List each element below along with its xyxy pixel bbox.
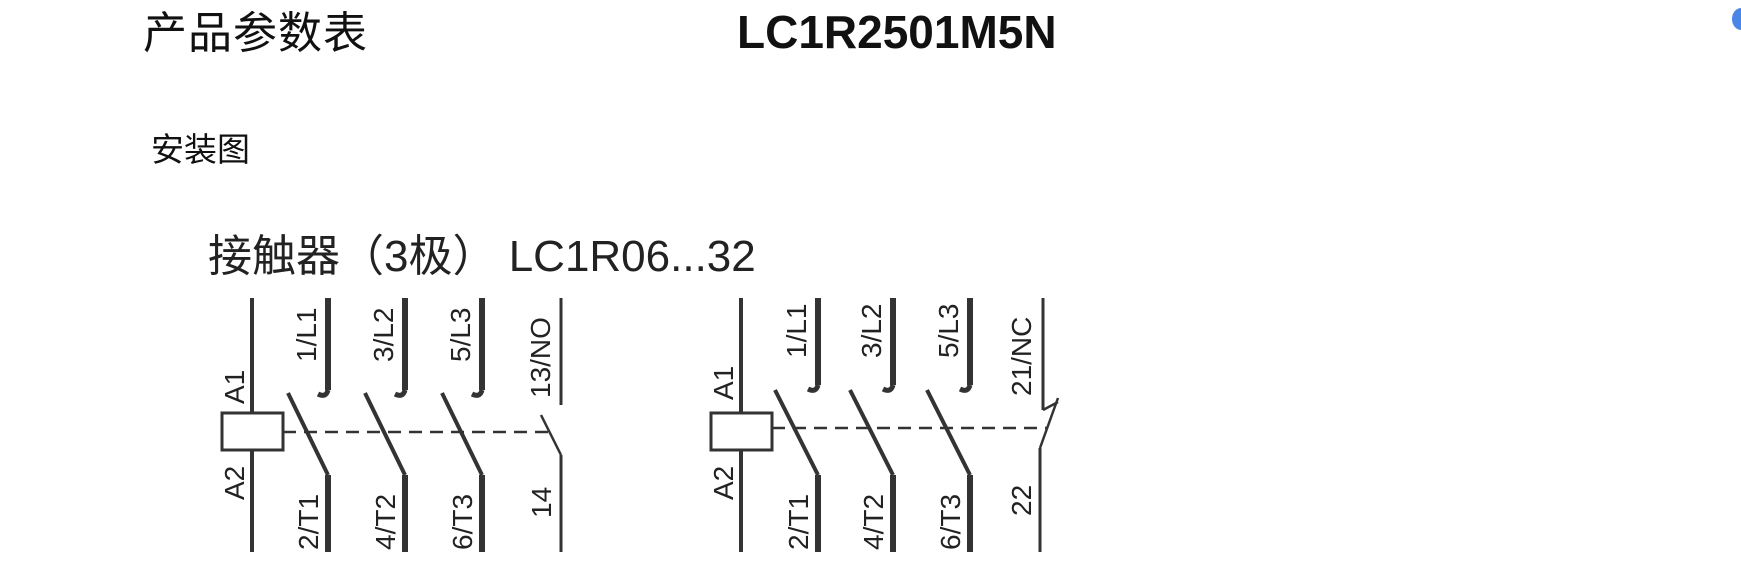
coil-a2-label: A2 bbox=[219, 466, 250, 500]
pole-2-blade bbox=[363, 392, 407, 476]
pole-2-top-label: 3/L2 bbox=[856, 304, 887, 359]
pole-2-bottom-label: 4/T2 bbox=[370, 494, 401, 550]
coil-box bbox=[709, 411, 774, 452]
pole-3-bottom-label: 6/T3 bbox=[447, 494, 478, 550]
contactor-left bbox=[220, 298, 563, 552]
pole-1-bottom-label: 2/T1 bbox=[293, 494, 324, 550]
pole-3-blade bbox=[925, 389, 972, 476]
aux-nc-bottom-label: 22 bbox=[1006, 485, 1037, 516]
pole-3-blade bbox=[440, 392, 484, 476]
aux-no-bottom-label: 14 bbox=[526, 487, 557, 518]
pole-3-hook bbox=[470, 389, 485, 398]
contactor-right bbox=[709, 298, 1060, 552]
pole-1-hook bbox=[316, 389, 331, 398]
pole-1-hook bbox=[806, 384, 821, 393]
coil-a1-label: A1 bbox=[708, 366, 739, 400]
pole-2-top-label: 3/L2 bbox=[368, 308, 399, 363]
diagram-title: 接触器（3极） LC1R06...32 bbox=[208, 232, 756, 281]
pole-1-blade bbox=[773, 389, 820, 476]
pole-2-hook bbox=[393, 389, 408, 398]
pole-1-top-label: 1/L1 bbox=[291, 308, 322, 363]
pole-2-hook bbox=[881, 384, 896, 393]
aux-nc-blade bbox=[1038, 397, 1060, 449]
labels-left: A1 A2 1/L1 2/T1 3/L2 4/T2 5/L3 6/T3 13/N… bbox=[219, 308, 557, 551]
pole-3-top-label: 5/L3 bbox=[445, 308, 476, 363]
aux-no-top-label: 13/NO bbox=[525, 317, 556, 398]
pole-1-blade bbox=[286, 392, 330, 476]
model-number: LC1R2501M5N bbox=[737, 6, 1057, 58]
aux-nc-top-label: 21/NC bbox=[1006, 317, 1037, 396]
pole-3-hook bbox=[958, 384, 973, 393]
coil-a2-label: A2 bbox=[708, 466, 739, 500]
pole-2-blade bbox=[848, 389, 895, 476]
pole-3-bottom-label: 6/T3 bbox=[935, 494, 966, 550]
labels-right: A1 A2 1/L1 2/T1 3/L2 4/T2 5/L3 6/T3 21/N… bbox=[708, 304, 1037, 551]
coil-a1-label: A1 bbox=[219, 370, 250, 404]
section-heading: 安装图 bbox=[151, 130, 250, 169]
coil-box bbox=[220, 411, 285, 452]
pole-2-bottom-label: 4/T2 bbox=[858, 494, 889, 550]
aux-no-blade bbox=[539, 414, 563, 456]
pole-3-top-label: 5/L3 bbox=[933, 304, 964, 359]
pole-1-bottom-label: 2/T1 bbox=[783, 494, 814, 550]
edge-marker-icon bbox=[1732, 8, 1741, 30]
pole-1-top-label: 1/L1 bbox=[781, 304, 812, 359]
page-title: 产品参数表 bbox=[143, 8, 368, 59]
